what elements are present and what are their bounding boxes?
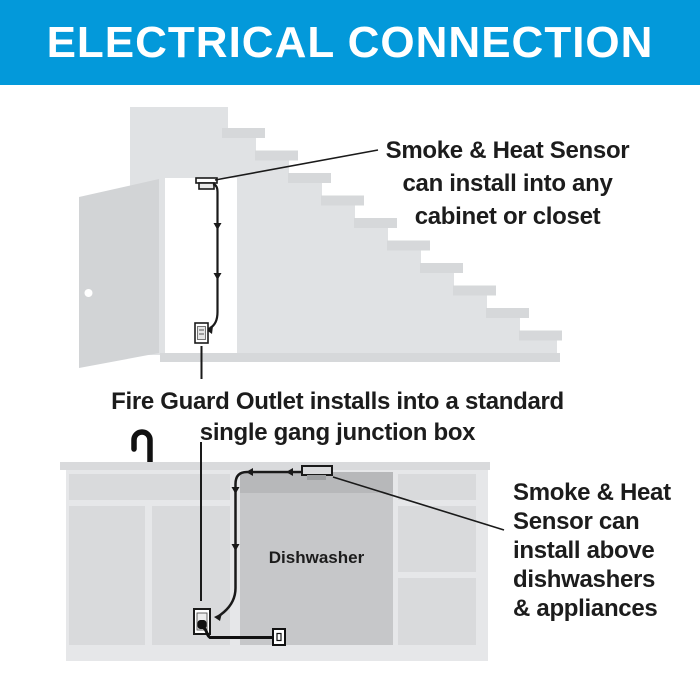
header-banner: ELECTRICAL CONNECTION [0, 0, 700, 85]
page-title: ELECTRICAL CONNECTION [46, 17, 654, 67]
outlet-caption: Fire Guard Outlet installs into a standa… [110, 386, 565, 448]
closet-door [79, 179, 159, 368]
caption-line: Dishwasher [268, 548, 365, 567]
closet-cable [205, 182, 222, 334]
dishwasher-label: Dishwasher [240, 548, 393, 568]
kitchen-sensor-caption: Smoke & Heat Sensor can install above di… [513, 478, 683, 623]
faucet-icon [131, 429, 153, 466]
power-plug-icon [272, 628, 286, 646]
fire-guard-outlet-icon-2 [193, 608, 211, 635]
fire-guard-outlet-icon [194, 322, 209, 344]
caption-line: can install into any [402, 170, 613, 197]
closet-sensor-caption: Smoke & Heat Sensor can install into any… [375, 134, 640, 233]
caption-line: install above [513, 537, 655, 564]
leader-line-sensor-closet [214, 149, 379, 181]
caption-line: Smoke & Heat Sensor [385, 137, 630, 164]
floor-strip [160, 353, 560, 362]
door-knob [84, 289, 93, 297]
stair-treads [222, 128, 562, 341]
dishwasher [240, 472, 393, 645]
caption-line: Smoke & Heat [513, 479, 671, 506]
power-cord [201, 625, 286, 646]
countertop [60, 462, 490, 470]
smoke-heat-sensor-icon [195, 177, 218, 190]
leader-line-sensor-kitchen [332, 476, 505, 531]
cabinet-panels [69, 474, 476, 645]
caption-line: Sensor can [513, 508, 640, 535]
caption-line: Fire Guard Outlet installs into a standa… [111, 388, 564, 415]
staircase-scene [79, 107, 562, 379]
caption-line: cabinet or closet [414, 203, 601, 230]
caption-line: single gang junction box [199, 419, 476, 446]
kitchen-scene [60, 429, 505, 661]
kitchen-cable [214, 468, 302, 621]
caption-line: & appliances [513, 595, 658, 622]
smoke-heat-sensor-icon-2 [301, 465, 333, 480]
caption-line: dishwashers [513, 566, 656, 593]
